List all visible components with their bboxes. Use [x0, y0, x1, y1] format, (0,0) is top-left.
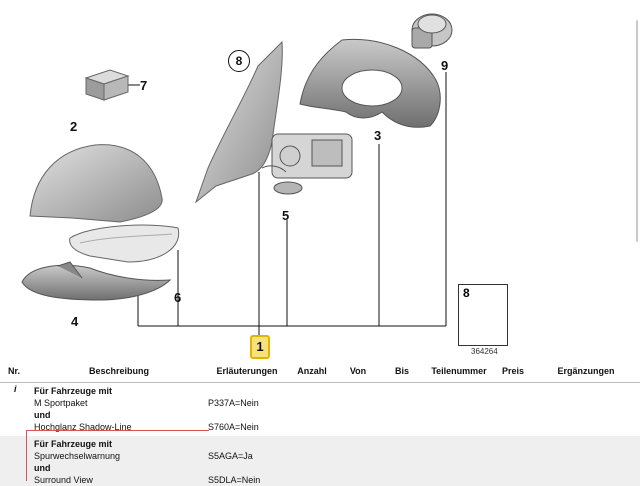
part-2-cover-cap — [29, 144, 163, 223]
explanation-line: S5DLA=Nein — [208, 475, 261, 485]
callout-5[interactable]: 5 — [282, 208, 290, 223]
table-row[interactable]: Für Fahrzeuge mit Spurwechselwarnung und… — [0, 436, 640, 486]
part-6-indicator — [69, 224, 180, 263]
callout-9[interactable]: 9 — [441, 58, 449, 73]
description-line: Hochglanz Shadow-Line — [34, 422, 132, 432]
part-4-trim — [21, 264, 172, 301]
mirror-exploded-view — [21, 13, 504, 342]
table-header-row: Nr. Beschreibung Erläuterungen Anzahl Vo… — [0, 360, 640, 383]
description-line: M Sportpaket — [34, 398, 88, 408]
row-info-icon: i — [14, 384, 17, 394]
column-header-von: Von — [336, 360, 380, 383]
part-5-grommet — [273, 181, 303, 195]
column-header-bis: Bis — [380, 360, 424, 383]
explanation-line: S5AGA=Ja — [208, 451, 253, 461]
column-header-teilenummer: Teilenummer — [424, 360, 494, 383]
column-header-nr: Nr. — [0, 360, 32, 383]
description-line: Surround View — [34, 475, 93, 485]
column-header-anzahl: Anzahl — [288, 360, 336, 383]
description-line: Spurwechselwarnung — [34, 451, 121, 461]
inset-panel: 8 — [458, 284, 508, 346]
explanation-line: P337A=Nein — [208, 398, 259, 408]
column-header-erlaeuterungen: Erläuterungen — [206, 360, 288, 383]
row-nr — [0, 436, 32, 486]
callout-6[interactable]: 6 — [174, 290, 182, 305]
part-9-actuator — [411, 13, 453, 49]
callout-4[interactable]: 4 — [71, 314, 79, 329]
parts-table: Nr. Beschreibung Erläuterungen Anzahl Vo… — [0, 360, 640, 486]
leader-lines — [128, 72, 447, 335]
callout-3[interactable]: 3 — [374, 128, 382, 143]
part-8-base — [194, 40, 283, 204]
part-7-block — [84, 69, 130, 101]
description-line: und — [34, 410, 51, 420]
column-header-beschreibung: Beschreibung — [32, 360, 206, 383]
table-row[interactable]: i Für Fahrzeuge mit M Sportpaket und Hoc… — [0, 382, 640, 436]
description-line: und — [34, 463, 51, 473]
callout-1-highlighted[interactable]: 1 — [250, 335, 270, 359]
callout-7[interactable]: 7 — [140, 78, 148, 93]
inset-number: 8 — [463, 286, 470, 300]
mirror-motor — [261, 133, 353, 179]
explanation-line: S760A=Nein — [208, 422, 259, 432]
scrollbar[interactable] — [636, 20, 638, 242]
callout-2[interactable]: 2 — [70, 119, 78, 134]
description-line: Für Fahrzeuge mit — [34, 439, 113, 449]
figure-number: 364264 — [471, 347, 498, 356]
column-header-preis: Preis — [494, 360, 532, 383]
description-line: Für Fahrzeuge mit — [34, 386, 113, 396]
callout-8[interactable]: 8 — [228, 50, 250, 72]
column-header-ergaenzungen: Ergänzungen — [532, 360, 640, 383]
parts-diagram: 7 2 3 4 5 6 9 8 1 8 364264 — [21, 13, 508, 359]
